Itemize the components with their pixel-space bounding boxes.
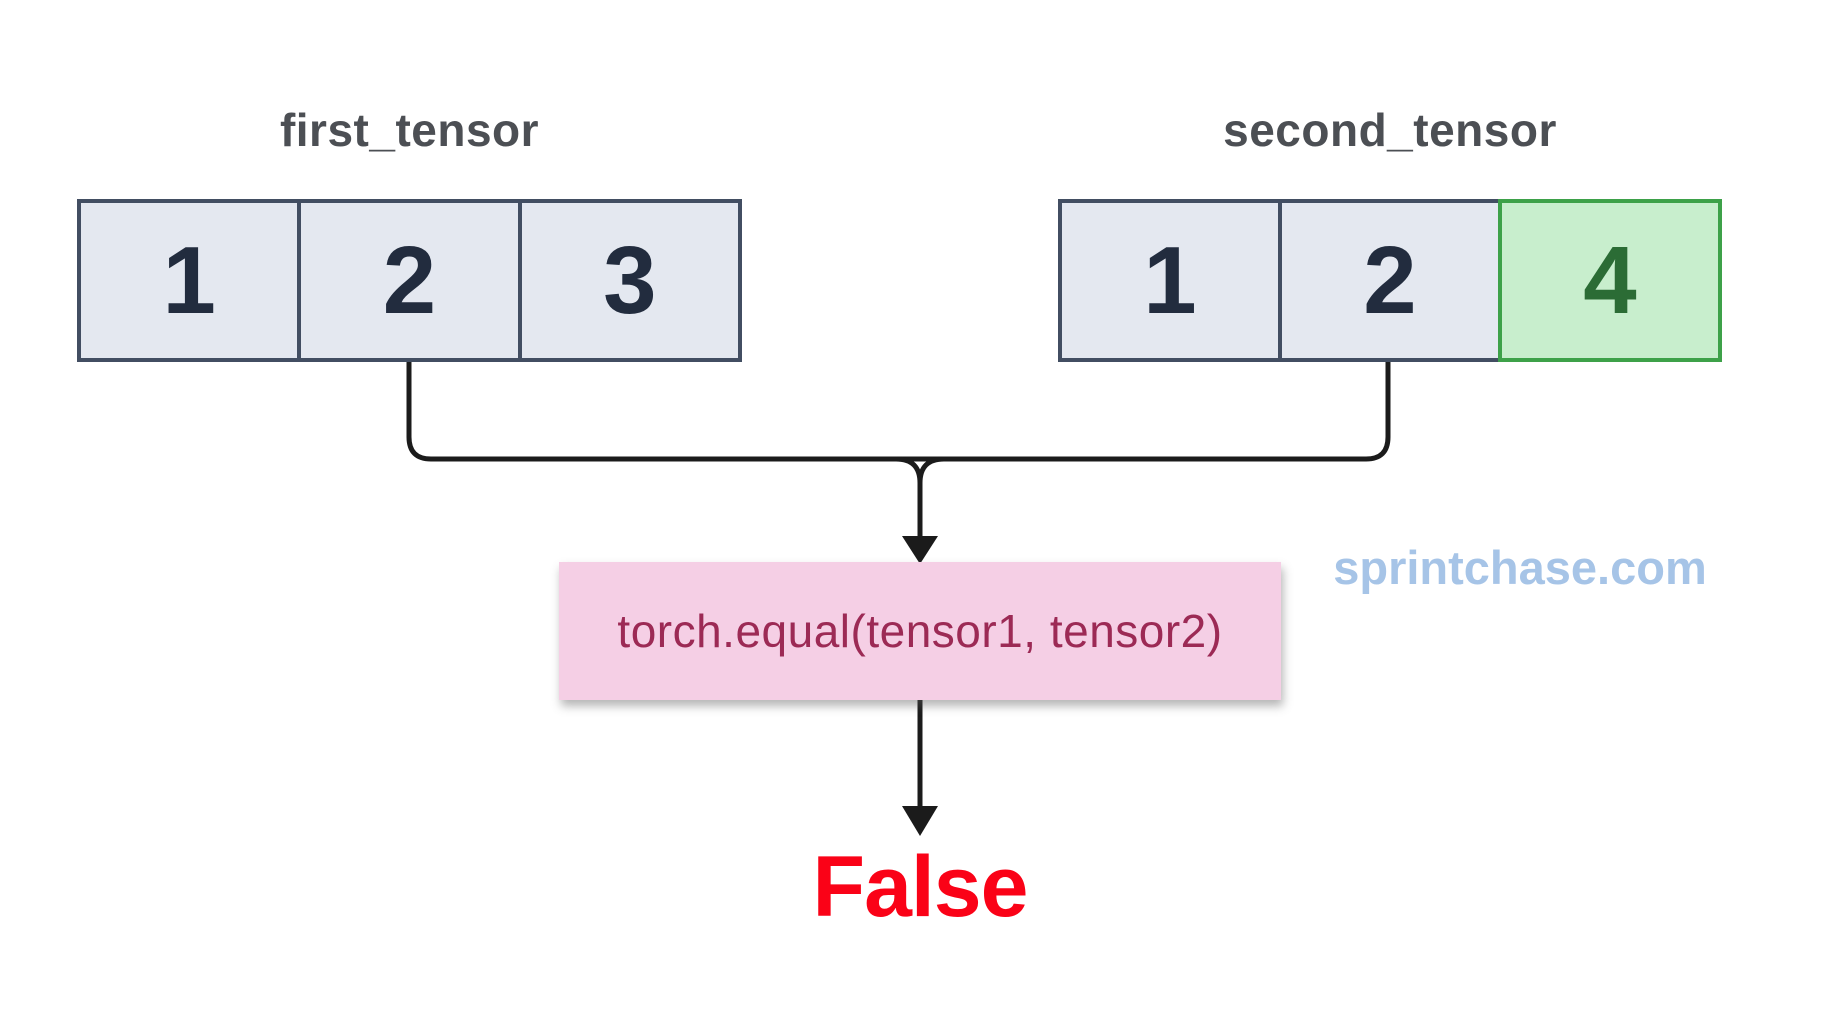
- first-tensor: 1 2 3: [77, 199, 742, 362]
- first-tensor-title: first_tensor: [279, 104, 540, 156]
- second-tensor-cell-0: 1: [1058, 199, 1282, 362]
- center-drop-line: [895, 456, 923, 540]
- second-tensor-cell-2-highlighted: 4: [1498, 199, 1722, 362]
- second-tensor: 1 2 4: [1058, 199, 1722, 362]
- arrowhead-to-operation-icon: [902, 536, 938, 564]
- second-tensor-title: second_tensor: [1223, 104, 1557, 156]
- merge-connector-line: [406, 362, 1391, 462]
- center-drop-fillet: [917, 456, 945, 484]
- first-tensor-cell-1: 2: [297, 199, 522, 362]
- operation-box: torch.equal(tensor1, tensor2): [559, 562, 1281, 700]
- watermark: sprintchase.com: [1333, 541, 1707, 594]
- result-text: False: [812, 839, 1029, 935]
- arrowhead-to-result-icon: [902, 806, 938, 836]
- operation-label: torch.equal(tensor1, tensor2): [617, 605, 1223, 657]
- second-tensor-cell-1: 2: [1278, 199, 1502, 362]
- first-tensor-cell-2: 3: [517, 199, 742, 362]
- first-tensor-cell-0: 1: [77, 199, 302, 362]
